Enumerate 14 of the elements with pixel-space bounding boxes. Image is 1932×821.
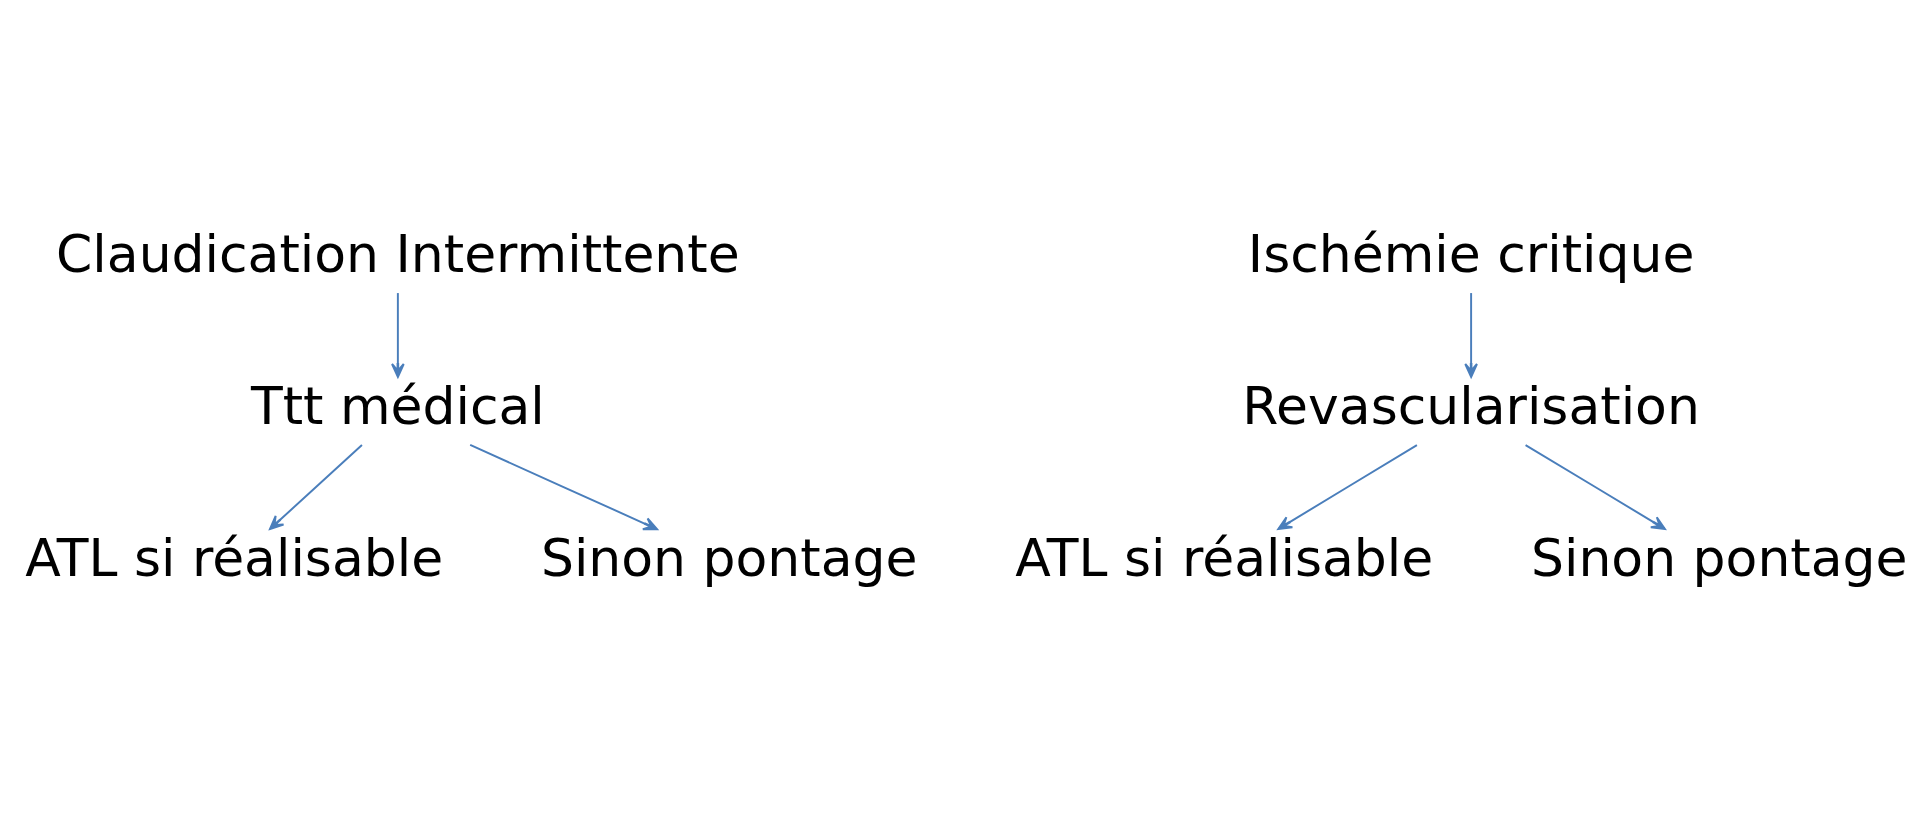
node-text: Claudication Intermittente — [56, 223, 740, 284]
arrow — [1464, 291, 1478, 378]
node-text: Revascularisation — [1242, 375, 1700, 436]
node-text: Ttt médical — [250, 375, 545, 436]
node-text: ATL si réalisable — [1015, 527, 1434, 588]
arrow — [269, 443, 363, 530]
node-text: ATL si réalisable — [25, 527, 444, 588]
node-text: Sinon pontage — [1531, 527, 1908, 588]
arrow — [1277, 443, 1418, 530]
node-text: Sinon pontage — [540, 527, 918, 588]
arrow — [391, 291, 405, 378]
node-text: Ischémie critique — [1247, 223, 1695, 284]
arrow — [1524, 443, 1666, 530]
arrow — [469, 443, 659, 530]
